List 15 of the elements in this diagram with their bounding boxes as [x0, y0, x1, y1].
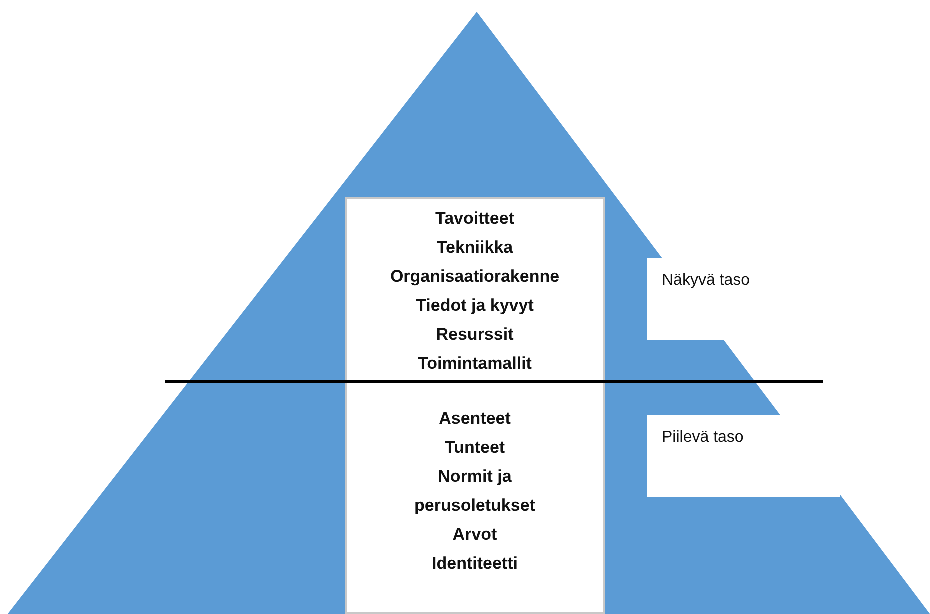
item-text: Identiteetti	[431, 553, 519, 575]
item-text: Tunteet	[444, 437, 506, 459]
level-label: Näkyvä taso	[662, 272, 750, 290]
item-text: Resurssit	[435, 324, 515, 346]
item-text: Normit ja perusoletukset	[414, 466, 536, 517]
level-label: Piilevä taso	[662, 429, 744, 447]
item-text: Arvot	[452, 524, 498, 546]
level-box	[647, 415, 840, 497]
item-text: Asenteet	[438, 408, 512, 430]
item-text: Tiedot ja kyvyt	[415, 295, 535, 317]
item-text: Tavoitteet	[434, 208, 516, 230]
text-panel	[345, 197, 605, 614]
item-text: Tekniikka	[436, 237, 514, 259]
item-text: Toimintamallit	[417, 353, 533, 375]
item-text: Organisaatiorakenne	[389, 266, 561, 288]
